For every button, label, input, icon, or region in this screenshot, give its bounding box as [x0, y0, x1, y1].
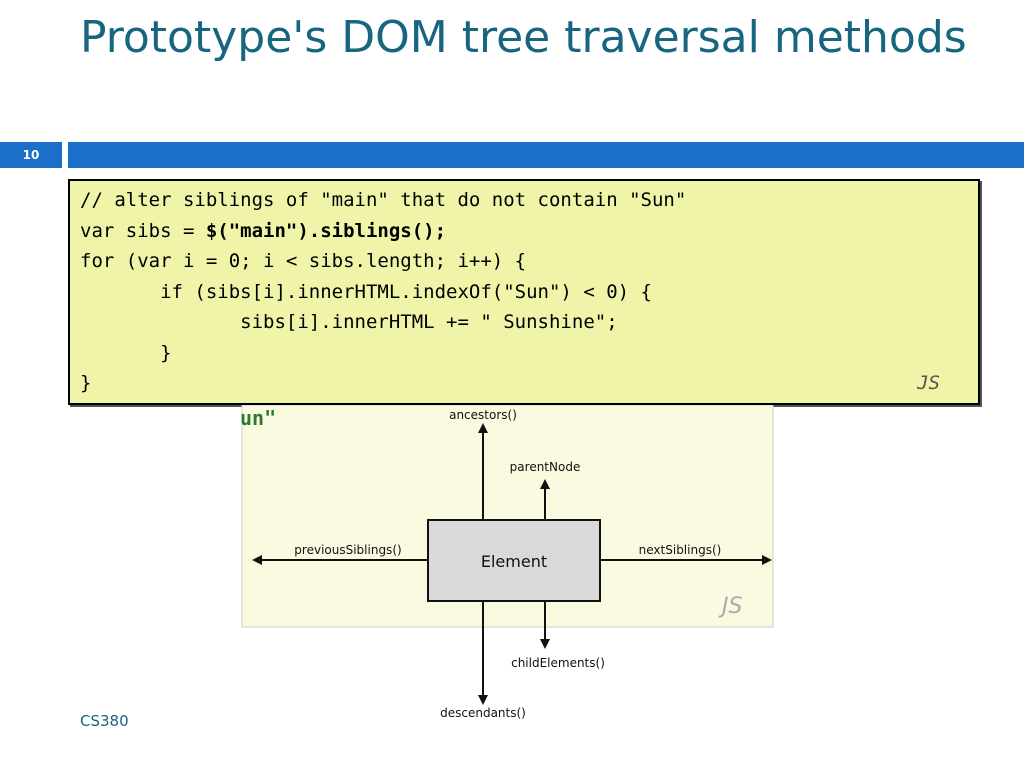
- element-node-label: Element: [481, 552, 547, 571]
- slide-number-badge: [0, 142, 62, 168]
- code-line-6: }: [80, 341, 172, 364]
- code-line-5: sibs[i].innerHTML += " Sunshine";: [80, 311, 618, 333]
- diagram-partial-code-text: un": [240, 406, 276, 430]
- previoussiblings-label: previousSiblings(): [294, 543, 401, 557]
- title-rule: [68, 142, 1024, 168]
- code-block: // alter siblings of "main" that do not …: [80, 185, 686, 399]
- nextsiblings-label: nextSiblings(): [639, 543, 722, 557]
- element-node-box: [427, 519, 601, 602]
- slide-number: 10: [22, 148, 40, 162]
- code-line-7: }: [80, 372, 92, 394]
- code-line-4: if (sibs[i].innerHTML.indexOf("Sun") < 0…: [80, 280, 652, 303]
- footer-course: CS380: [80, 712, 129, 730]
- code-line-2-bold: $("main").siblings();: [205, 219, 447, 242]
- dom-traversal-diagram: un" JS Element ancestors() parentNode pr…: [240, 405, 774, 720]
- childelements-label: childElements(): [511, 656, 605, 670]
- slide-title: Prototype's DOM tree traversal methods: [80, 12, 967, 63]
- code-line-1: // alter siblings of "main" that do not …: [80, 189, 687, 211]
- descendants-label: descendants(): [440, 706, 526, 720]
- code-box: // alter siblings of "main" that do not …: [68, 179, 980, 405]
- code-line-2: var sibs =: [80, 219, 206, 242]
- diagram-js-watermark: JS: [718, 594, 742, 619]
- code-language-label: JS: [917, 372, 940, 394]
- code-line-3: for (var i = 0; i < sibs.length; i++) {: [80, 250, 527, 272]
- ancestors-label: ancestors(): [449, 408, 517, 422]
- parentnode-label: parentNode: [510, 460, 581, 474]
